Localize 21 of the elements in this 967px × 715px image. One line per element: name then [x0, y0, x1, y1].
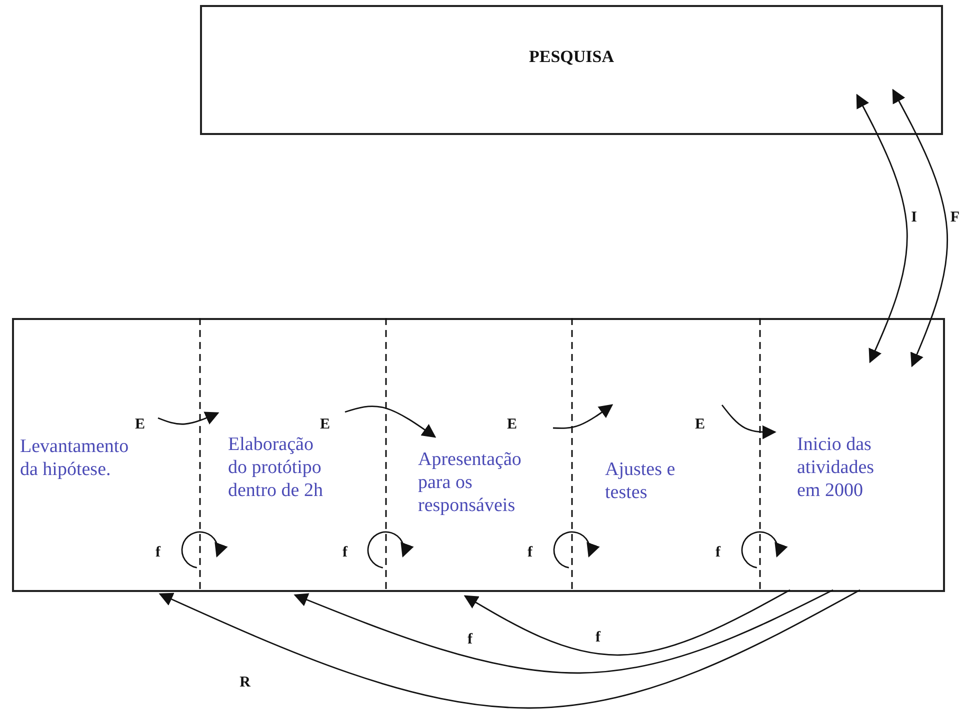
arrow [721, 404, 776, 440]
stage-text: Levantamento da hipótese. [20, 436, 130, 482]
arrow [892, 88, 948, 368]
stage-text: Elaboração do protótipo dentro de 2h [228, 434, 324, 502]
circular-arrow [181, 531, 228, 568]
arrow [158, 412, 220, 425]
circular-arrow [553, 531, 600, 568]
arrow [294, 589, 834, 674]
circular-arrow [367, 531, 414, 568]
arrow [464, 589, 790, 656]
arrow [552, 404, 614, 429]
stage-text: Ajustes e testes [605, 459, 676, 505]
arrow [158, 589, 860, 709]
stage-text: Inicio das atividades em 2000 [797, 434, 876, 502]
stage-panel [12, 318, 945, 592]
process-box [200, 5, 943, 135]
arrow [344, 406, 436, 438]
stage-text: Apresentação para os responsáveis [418, 449, 522, 518]
box-title: PESQUISA [528, 47, 616, 67]
circular-arrow [741, 531, 788, 568]
arrow [856, 94, 908, 364]
